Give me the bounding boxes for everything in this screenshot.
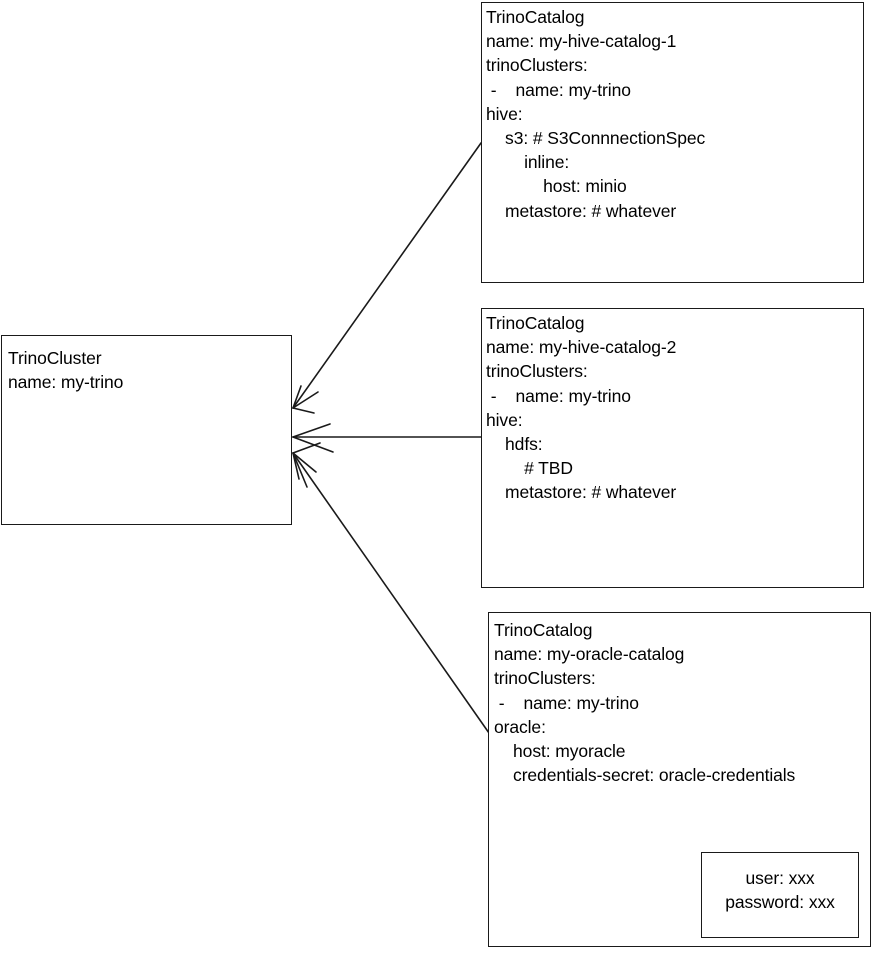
edge-catalog-hive-2-to-cluster: [292, 423, 482, 453]
node-trino-catalog-oracle-text: TrinoCatalog name: my-oracle-catalog tri…: [494, 620, 796, 786]
node-trino-catalog-hive-2-text: TrinoCatalog name: my-hive-catalog-2 tri…: [486, 313, 677, 503]
node-oracle-credentials-secret[interactable]: user: xxx password: xxx: [701, 852, 859, 938]
edge-catalog-hive-1-to-cluster: [292, 142, 482, 414]
node-oracle-credentials-secret-text: user: xxx password: xxx: [725, 868, 835, 913]
node-trino-catalog-hive-2[interactable]: TrinoCatalog name: my-hive-catalog-2 tri…: [481, 308, 864, 588]
node-trino-cluster[interactable]: TrinoCluster name: my-trino: [1, 335, 292, 525]
edge-catalog-oracle-to-cluster: [292, 442, 490, 734]
node-trino-catalog-hive-1[interactable]: TrinoCatalog name: my-hive-catalog-1 tri…: [481, 2, 864, 283]
node-trino-cluster-text: TrinoCluster name: my-trino: [8, 348, 124, 393]
node-trino-catalog-hive-1-text: TrinoCatalog name: my-hive-catalog-1 tri…: [486, 7, 706, 221]
